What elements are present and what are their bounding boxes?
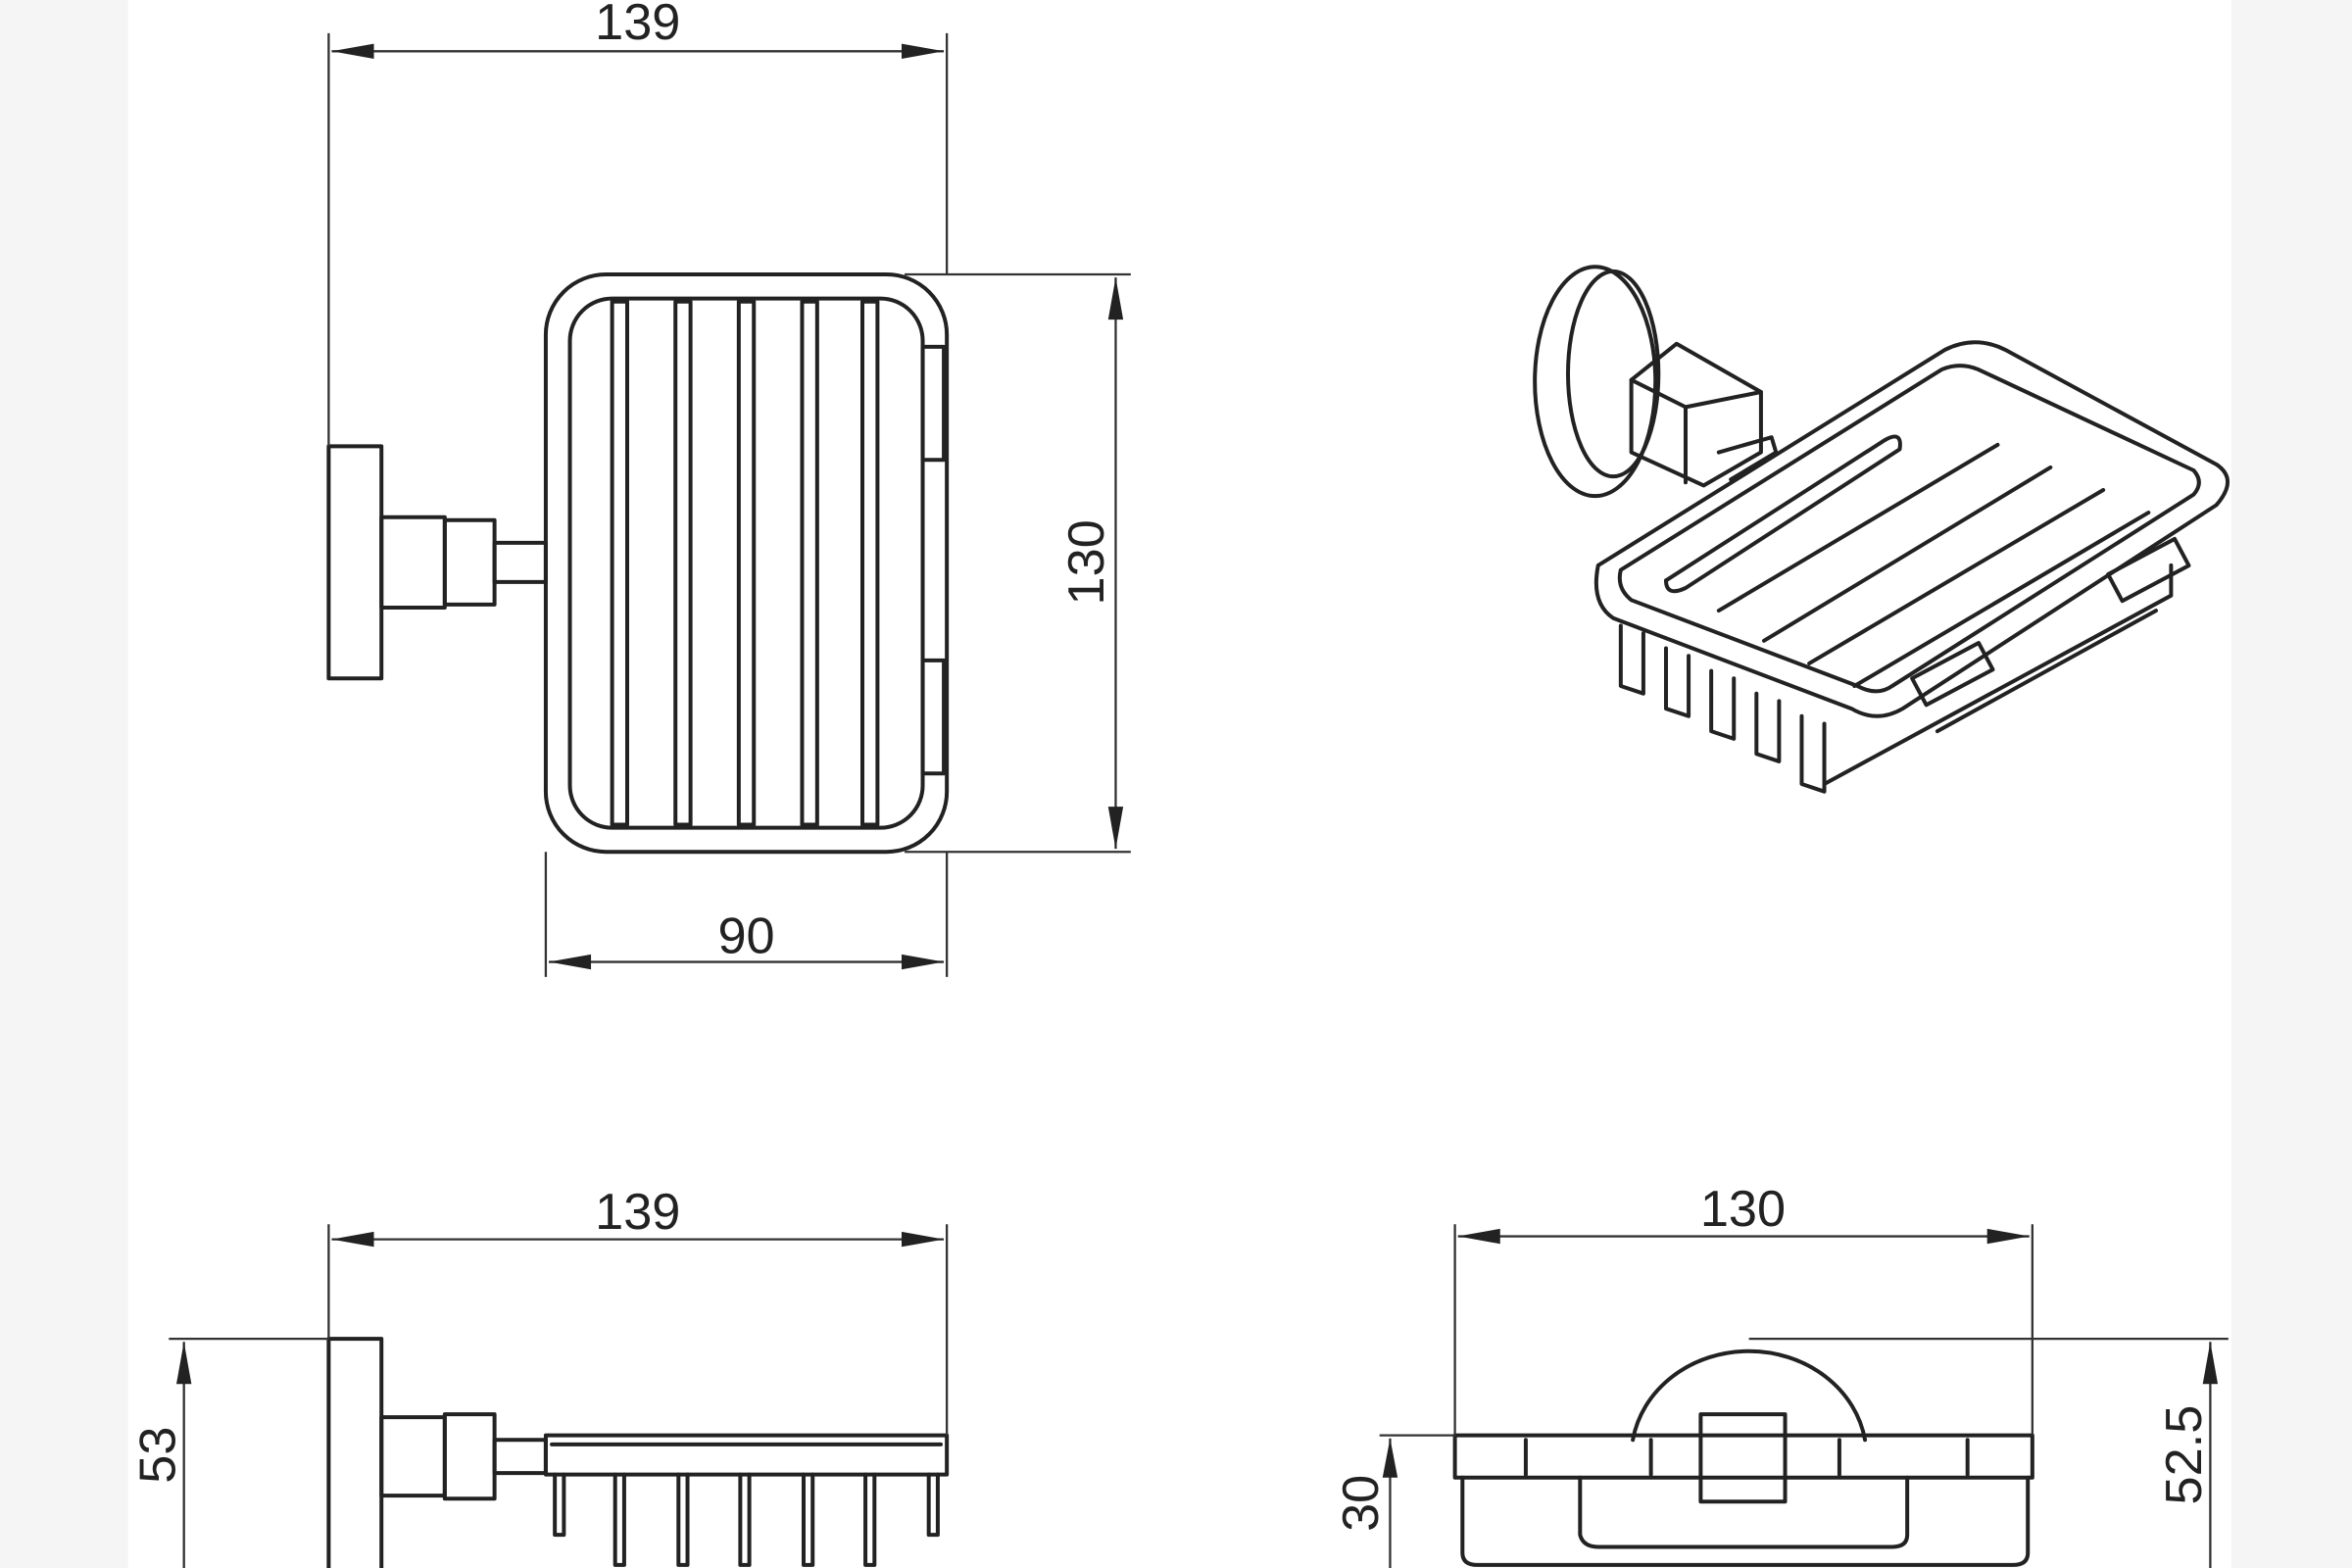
basket-wires-side: [553, 1472, 940, 1567]
basket-top: [543, 272, 950, 855]
drawing-sheet: [127, 0, 2231, 1568]
dim-label-basket-width: 90: [717, 907, 774, 964]
dimension-top-depth: 130: [905, 272, 1131, 854]
side-view: 139 53: [129, 1184, 950, 1568]
isometric-view: [1533, 265, 2230, 794]
dimension-basket-width: 90: [544, 852, 949, 977]
dim-label-front-overall-height: 52.5: [2156, 1405, 2213, 1505]
dimension-side-height: 53: [129, 1338, 329, 1568]
dim-label-side-height: 53: [129, 1427, 186, 1484]
dimension-front-basket-height: 30: [1333, 1434, 1455, 1568]
dim-label-side-length: 139: [595, 1184, 680, 1241]
dim-label-top-depth: 130: [1058, 519, 1115, 605]
dimension-front-width: 130: [1453, 1181, 2034, 1436]
dim-label-front-basket-height: 30: [1333, 1475, 1390, 1532]
dimension-top-length: 139: [327, 0, 949, 447]
front-view: 130 52.5 30: [1333, 1181, 2229, 1568]
dim-label-front-width: 130: [1700, 1181, 1786, 1238]
top-view: 139 130 90: [326, 0, 1131, 977]
dim-label-top-length: 139: [595, 0, 680, 51]
dimension-side-length: 139: [327, 1184, 949, 1436]
dimension-front-overall-height: 52.5: [1748, 1338, 2229, 1568]
